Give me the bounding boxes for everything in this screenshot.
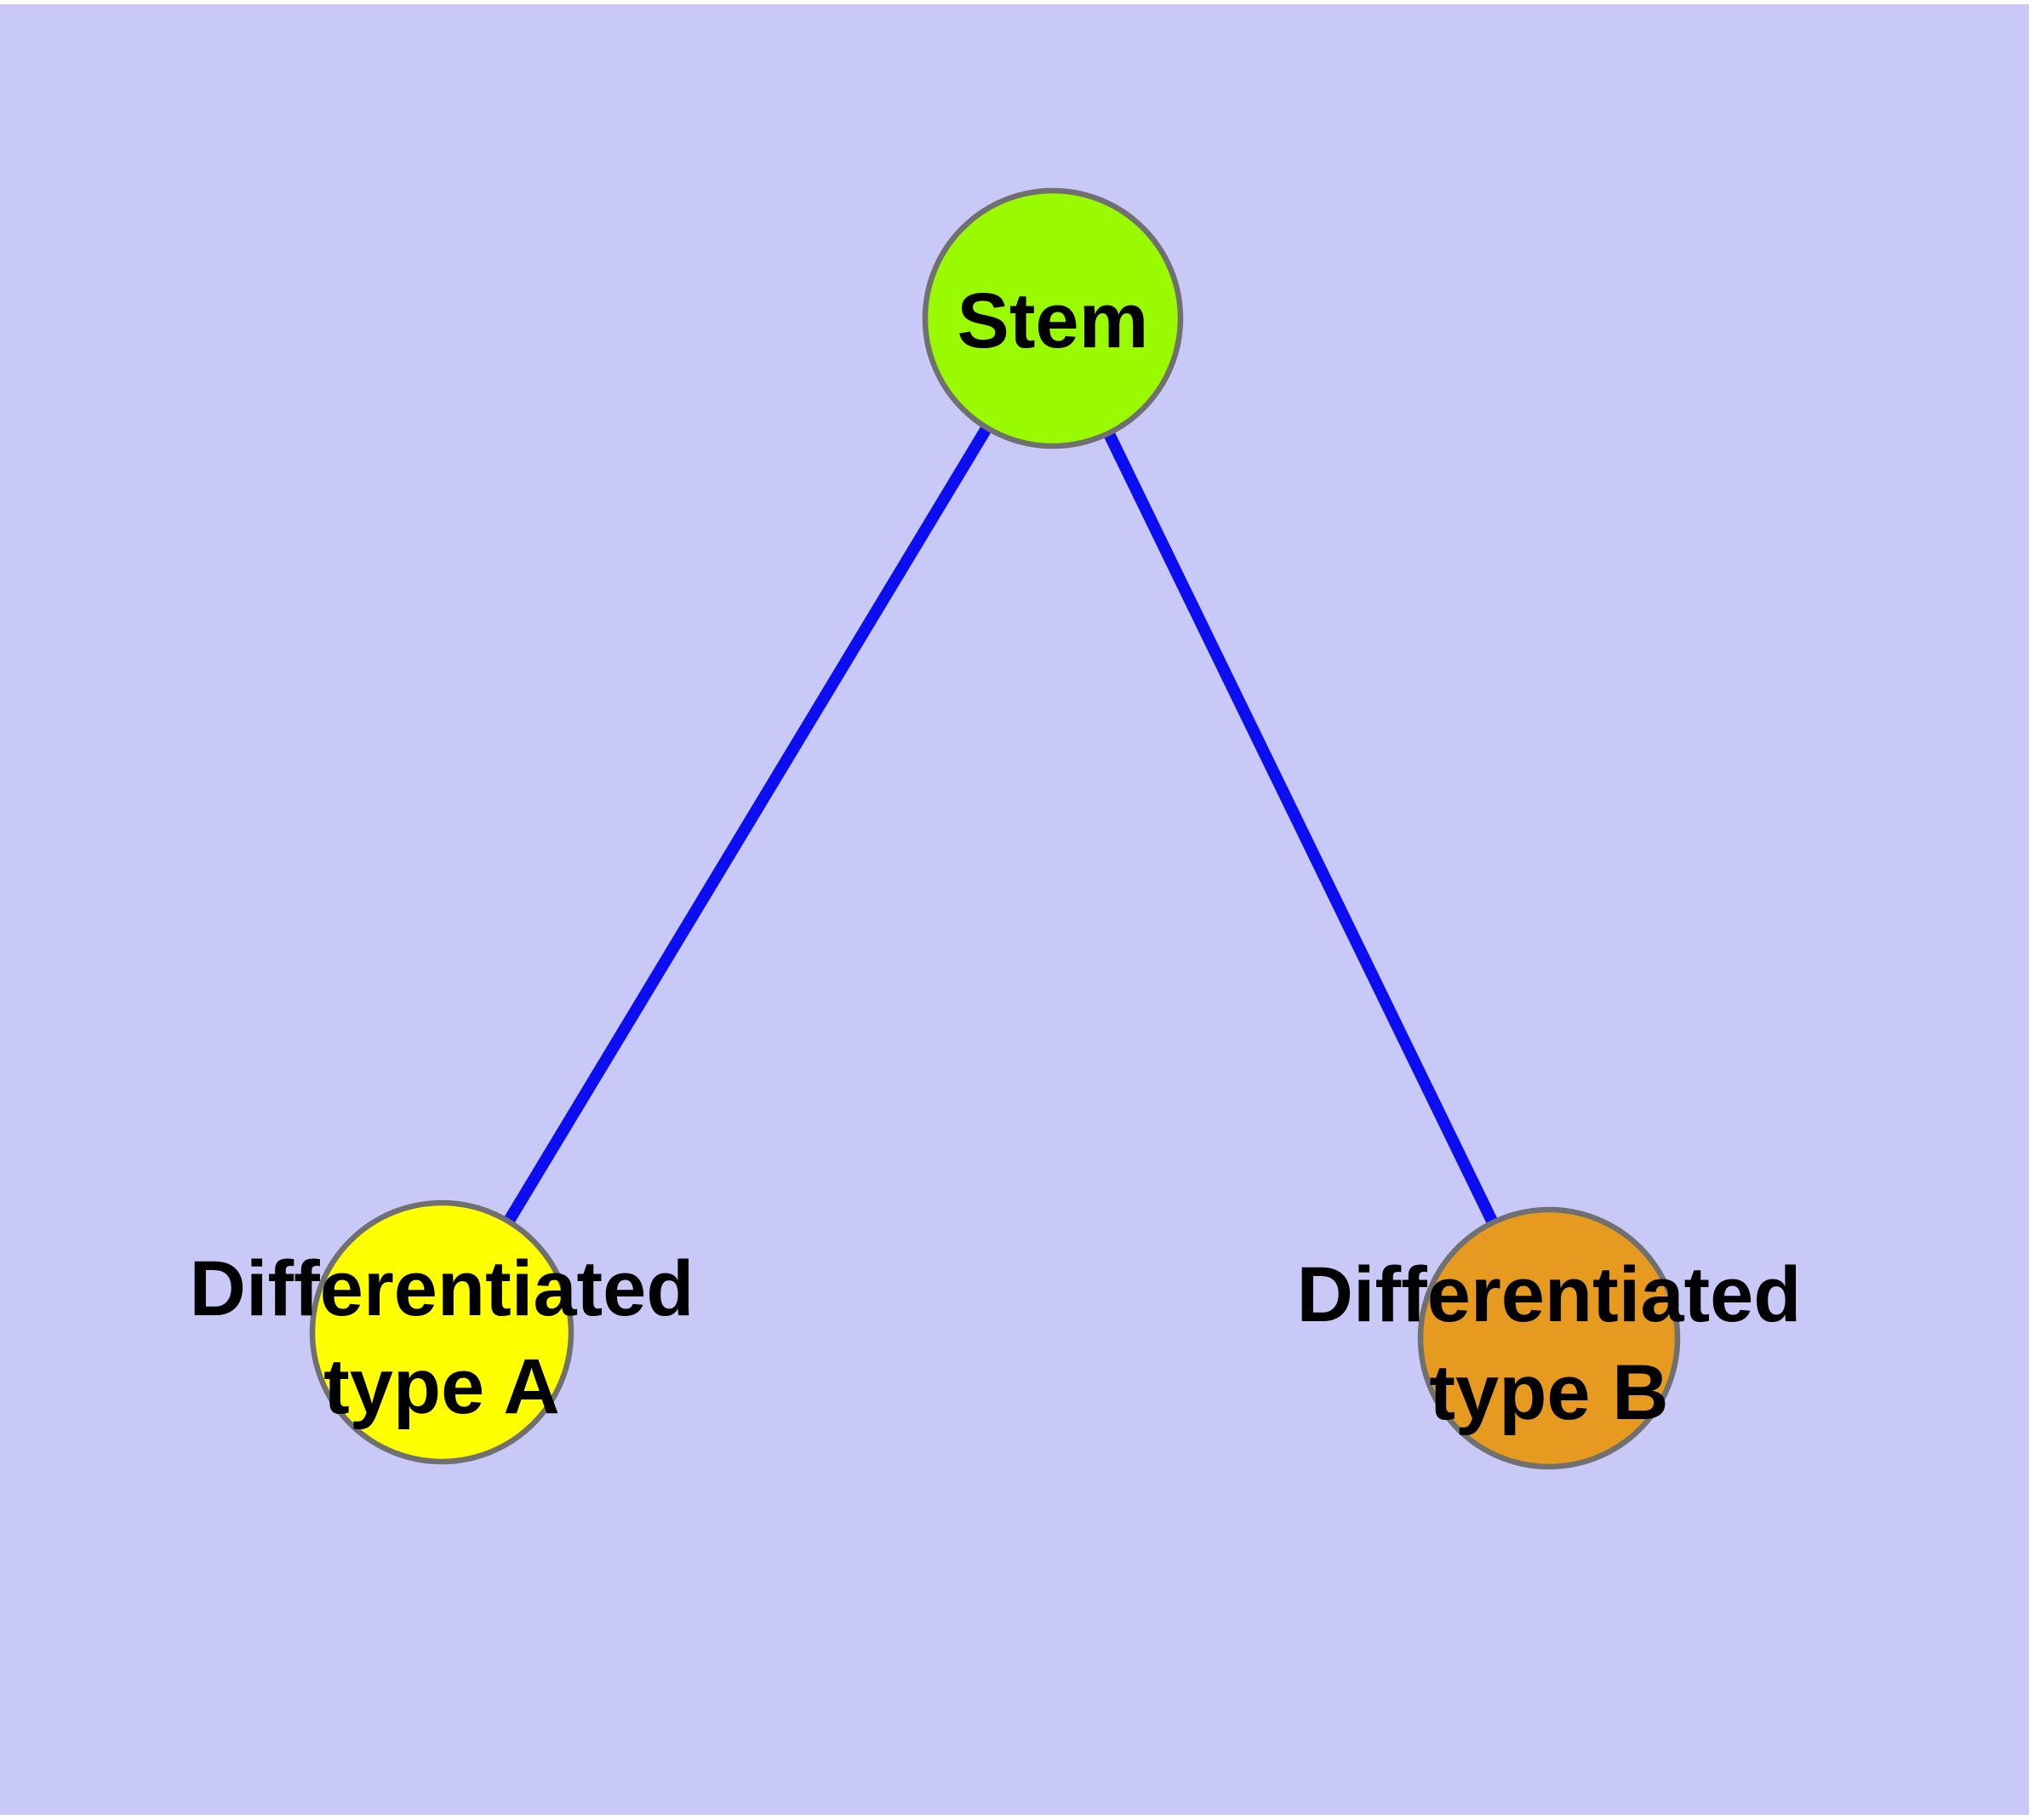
node-stem-circle[interactable] (922, 187, 1184, 449)
node-type-b-circle[interactable] (1417, 1206, 1681, 1470)
node-stem-label: Stem (957, 278, 1149, 364)
node-type-a-label-line-2: type A (323, 1343, 560, 1430)
node-stem[interactable]: Stem (922, 187, 1184, 449)
node-type-b-label-line-1: Differentiated (1297, 1251, 1802, 1338)
node-type-b-label-line-2: type B (1429, 1349, 1668, 1436)
edge-stem-type-a (437, 315, 1058, 1336)
node-stem-label-line-1: Stem (957, 278, 1149, 364)
node-type-b-label: Differentiated type B (1297, 1251, 1802, 1436)
node-type-a-label: Differentiated type A (190, 1245, 694, 1430)
node-type-a-circle[interactable] (309, 1199, 574, 1465)
node-type-b[interactable]: Differentiated type B (1297, 1206, 1802, 1470)
node-type-a[interactable]: Differentiated type A (190, 1199, 694, 1465)
node-type-a-label-line-1: Differentiated (190, 1245, 694, 1332)
edge-stem-type-b (1047, 315, 1555, 1342)
